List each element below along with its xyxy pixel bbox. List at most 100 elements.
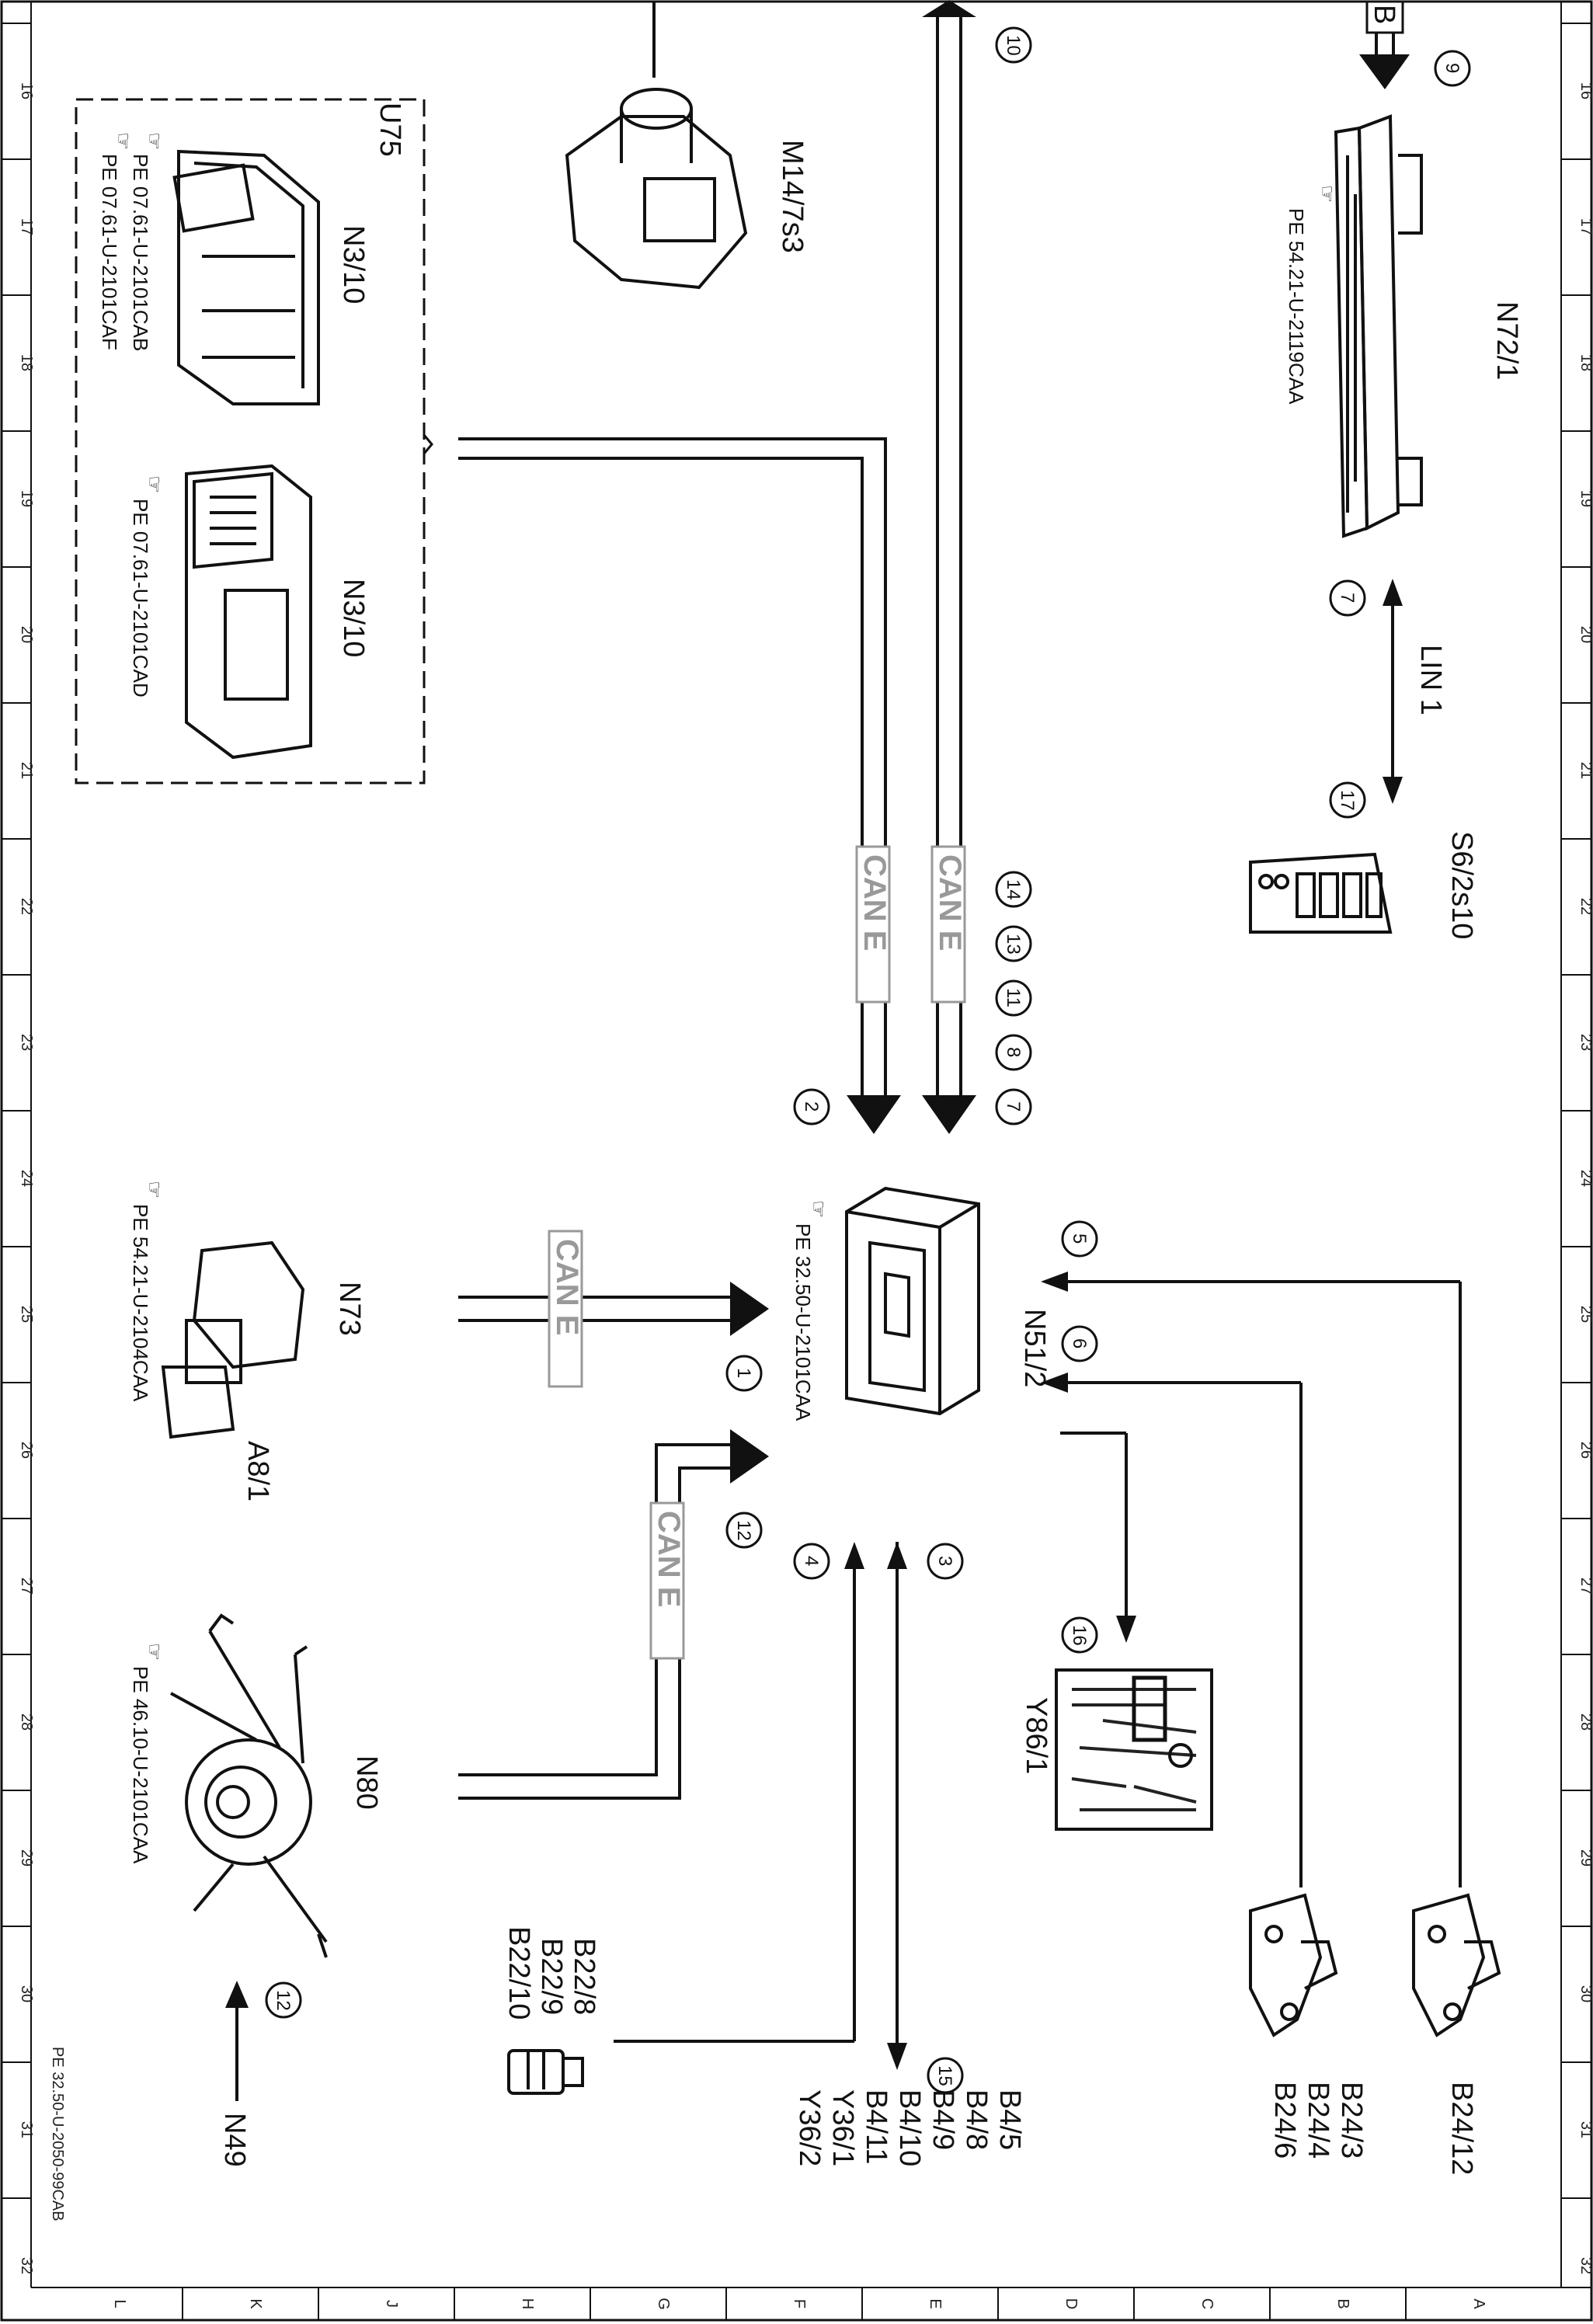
b24-4-label: B24/4 [1302,2082,1334,2159]
n73-label: N73 [333,1282,366,1336]
can-e-tag [930,845,966,1004]
callout-badge: 5 [1061,1220,1098,1258]
arrow-up-icon [225,1981,249,2008]
callout-badge: 6 [1061,1325,1098,1362]
svg-text:1: 1 [733,1368,754,1378]
can-e-tag [548,1230,583,1388]
callout-badge: 17 [1329,781,1366,819]
arrow-down-icon [1359,54,1410,89]
document-icon: ☞ [143,1643,166,1661]
row-label: 28 [1577,1713,1593,1731]
callout-badge: 12 [725,1512,763,1549]
svg-text:4: 4 [801,1556,822,1566]
b4-11-label: B4/11 [860,2089,892,2164]
col-label: D [1063,2298,1080,2309]
row-label: 27 [1577,1578,1593,1595]
can-e-label: CAN E [857,854,892,951]
row-label: 20 [1577,626,1593,643]
y36-2-label: Y36/2 [793,2089,826,2166]
row-label: 30 [18,1985,35,2002]
ecu-module-icon [185,464,312,760]
col-label: E [927,2298,944,2308]
arrow-down-icon [1116,1616,1136,1643]
can-e-label: CAN E [933,854,967,951]
n73-ref: PE 54.21-U-2104CAA [129,1204,152,1402]
col-label: G [655,2298,672,2310]
level-sensor-icon [1249,1893,1338,2037]
callout-badge: 2 [793,1088,830,1125]
b4-9-label: B4/9 [927,2089,959,2150]
row-label: 29 [1577,1849,1593,1867]
central-control-unit-icon [845,1186,980,1416]
row-label: 25 [1577,1306,1593,1323]
callout-badge: 16 [1061,1616,1098,1654]
b-tag-box [1365,0,1404,34]
m14-7s3-label: M14/7s3 [776,140,809,253]
n80-ref: PE 46.10-U-2101CAA [129,1666,152,1864]
callout-badge: 4 [793,1543,830,1580]
b22-9-label: B22/9 [535,1938,568,2015]
arrow-left-icon [1041,1272,1068,1292]
svg-text:12: 12 [273,1990,294,2011]
document-icon: ☞ [143,475,166,493]
n3-10-b-label: N3/10 [337,579,370,657]
arrow-up-icon [1383,579,1403,606]
svg-text:7: 7 [1003,1101,1024,1112]
row-label: 29 [18,1849,35,1867]
row-label: 19 [18,490,35,507]
row-label: 23 [1577,1034,1593,1051]
row-label: 26 [18,1442,35,1459]
level-sensor-icon [1412,1893,1501,2037]
switch-block-icon [1249,852,1393,934]
n80-label: N80 [350,1755,383,1810]
can-e-tag [855,845,891,1004]
arrow-up-icon [844,1542,864,1569]
y86-1-label: Y86/1 [1020,1697,1052,1774]
lin-1-label: LIN 1 [1414,645,1447,715]
b4-8-label: B4/8 [960,2089,993,2150]
arrow-down-icon [847,1095,901,1134]
row-label: 30 [1577,1985,1593,2002]
b4-10-label: B4/10 [893,2089,926,2166]
n49-label: N49 [218,2113,251,2167]
callout-badge: 7 [1329,579,1366,617]
can-e-bus-line [458,437,887,1095]
row-label: 18 [1577,354,1593,371]
b24-12-label: B24/12 [1445,2082,1478,2175]
row-label: 21 [1577,762,1593,779]
row-label: 27 [18,1578,35,1595]
control-panel-icon [1334,114,1423,538]
y36-1-label: Y36/1 [826,2089,859,2166]
arrow-down-icon [1383,777,1403,804]
row-label: 31 [1577,2121,1593,2138]
solenoid-photo-icon [1055,1668,1213,1831]
callout-badge: 13 [995,925,1032,962]
row-label: 31 [18,2121,35,2138]
callout-badge: 3 [927,1543,964,1580]
svg-text:5: 5 [1069,1233,1090,1244]
row-label: 18 [18,354,35,371]
n72-1-label: N72/1 [1490,301,1523,380]
arrow-right-icon [730,1429,769,1484]
svg-text:6: 6 [1069,1338,1090,1348]
svg-text:16: 16 [1069,1625,1090,1646]
n72-1-ref: PE 54.21-U-2119CAA [1285,208,1308,405]
svg-text:17: 17 [1337,790,1358,811]
a8-1-label: A8/1 [242,1441,274,1501]
u75-group-box [75,98,426,785]
b24-3-label: B24/3 [1335,2082,1368,2159]
col-label: A [1470,2298,1487,2309]
col-label: K [247,2298,264,2309]
document-icon: ☞ [143,132,166,150]
svg-text:2: 2 [801,1101,822,1112]
callout-badge: 10 [995,26,1032,64]
b4-5-label: B4/5 [993,2089,1026,2150]
arrow-up-icon [922,0,976,17]
row-label: 25 [18,1306,35,1323]
n3-10-b-ref: PE 07.61-U-2101CAD [129,499,152,698]
callout-badge: 11 [995,979,1032,1017]
arrow-down-icon [922,1095,976,1134]
document-icon: ☞ [143,1181,166,1199]
steering-column-switch-icon [170,1613,328,1958]
col-label: L [111,2299,128,2308]
